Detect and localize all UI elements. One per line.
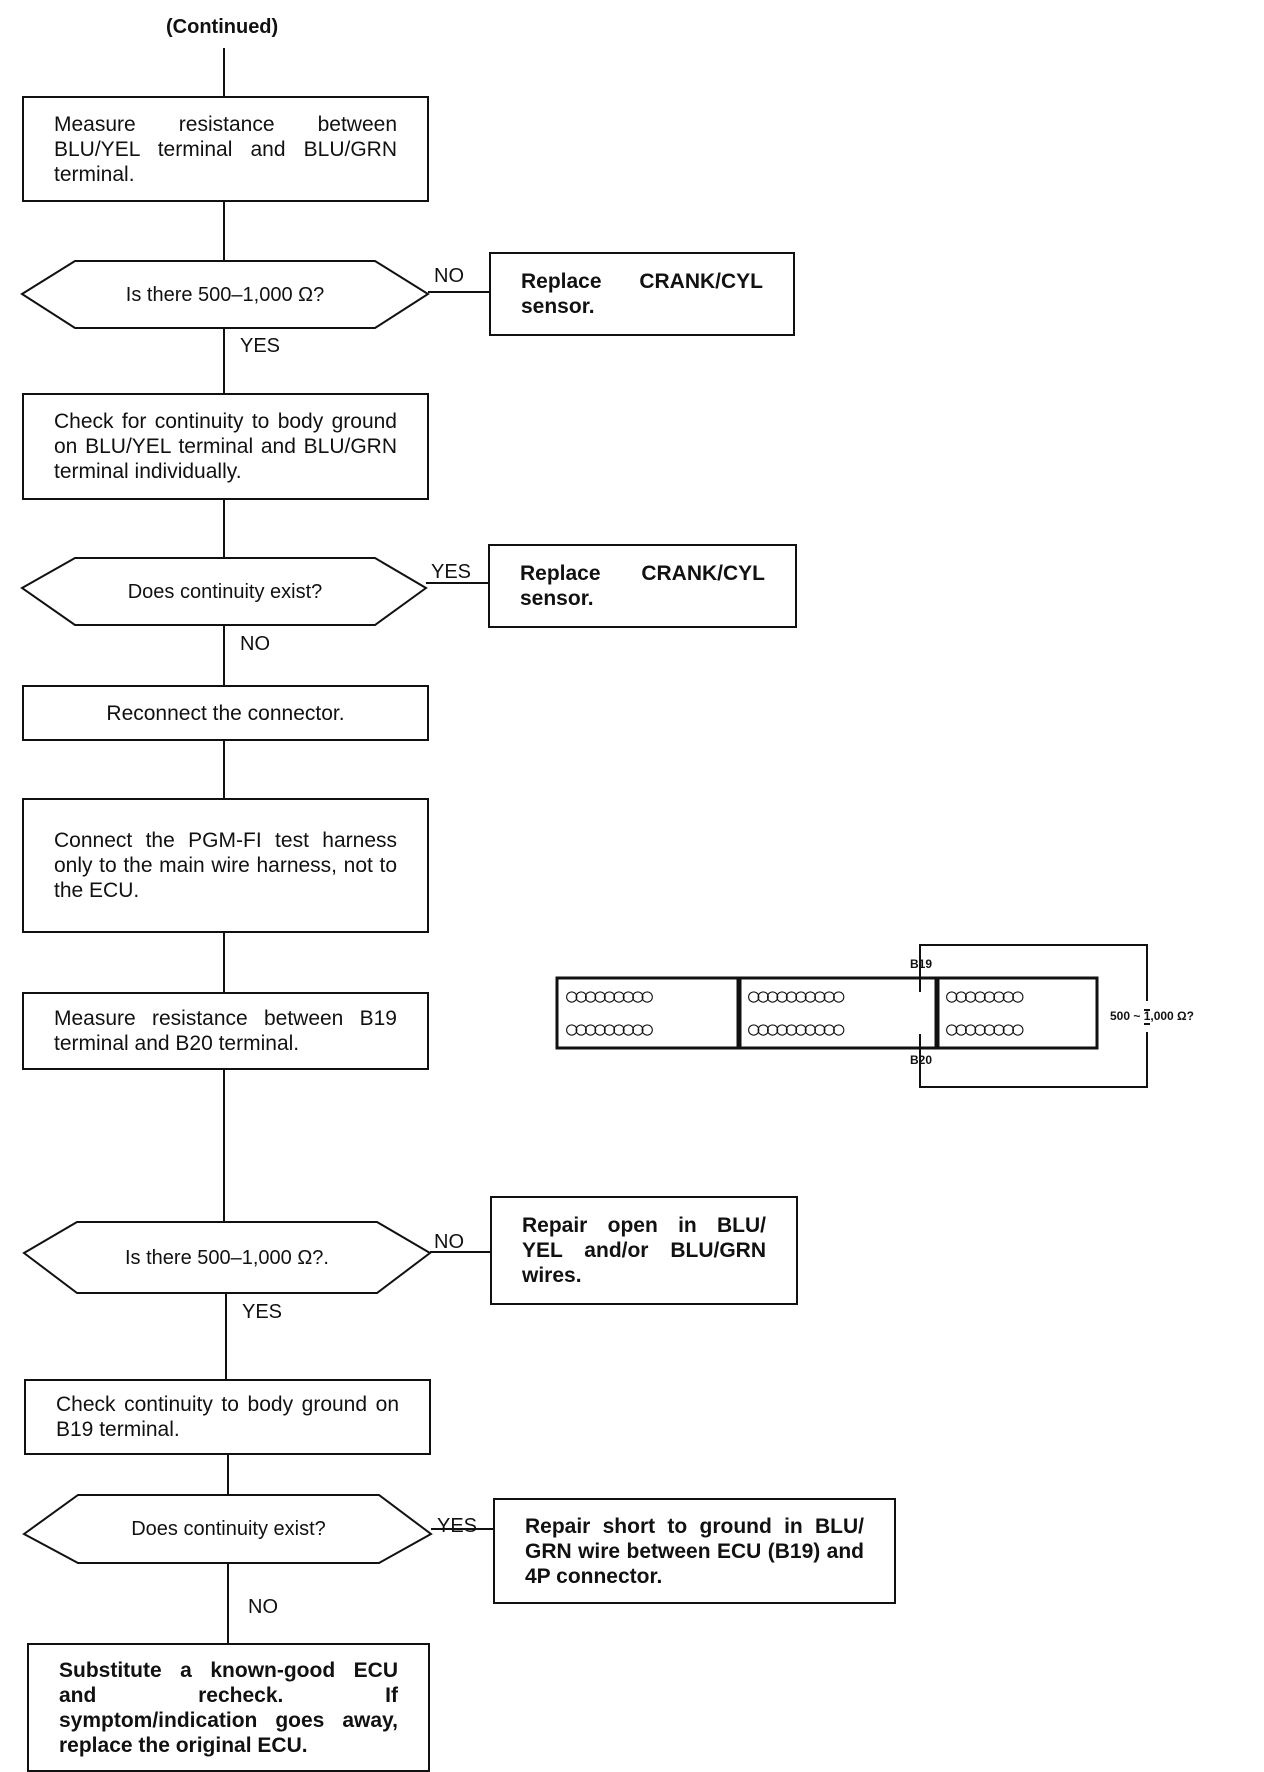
action-repair-short-text: Repair short to ground in BLU/ GRN wire … <box>525 1514 864 1588</box>
decision-diamond-4 <box>22 1494 433 1564</box>
step-check-ground-blu-text: Check for continuity to body ground on B… <box>54 410 397 483</box>
action-replace-sensor-2-text: Replace CRANK/CYL sensor. <box>520 562 765 610</box>
decision-diamond-1 <box>20 260 430 329</box>
pin-b19-label: B19 <box>910 957 933 971</box>
step-reconnect: Reconnect the connector. <box>22 685 429 741</box>
step-measure-blu: Measure resistance between BLU/YEL termi… <box>22 96 429 202</box>
action-replace-sensor-1-text: Replace CRANK/CYL sensor. <box>521 270 763 318</box>
action-replace-sensor-1: Replace CRANK/CYL sensor. <box>489 252 795 336</box>
action-repair-open: Repair open in BLU/ YEL and/or BLU/GRN w… <box>490 1196 798 1305</box>
page-title: (Continued) <box>166 16 279 38</box>
d4-yes-label: YES <box>437 1515 478 1537</box>
decision-2-label: Does continuity exist? <box>127 580 323 603</box>
step-substitute-ecu: Substitute a known-good ECU and recheck.… <box>27 1643 430 1772</box>
resistance-label: 500 ~ 1,000 Ω? <box>1110 1009 1195 1023</box>
decision-4-label: Does continuity exist? <box>131 1518 326 1540</box>
action-repair-short: Repair short to ground in BLU/ GRN wire … <box>493 1498 896 1604</box>
decision-3-label: Is there 500–1,000 Ω?. <box>125 1246 329 1269</box>
step-reconnect-text: Reconnect the connector. <box>106 701 345 725</box>
step-check-ground-b19: Check continuity to body ground on B19 t… <box>24 1379 431 1455</box>
step-connect-harness: Connect the PGM-FI test harness only to … <box>22 798 429 933</box>
step-measure-blu-text: Measure resistance between BLU/YEL termi… <box>54 112 397 186</box>
d4-no-label: NO <box>248 1596 278 1618</box>
connector-row-a-mid: ○○○○○○○○○○ <box>748 985 844 1007</box>
step-connect-harness-text: Connect the PGM-FI test harness only to … <box>54 829 397 902</box>
connector-row-b-mid: ○○○○○○○○○○ <box>748 1018 844 1040</box>
d3-no-label: NO <box>434 1231 464 1253</box>
step-check-ground-b19-text: Check continuity to body ground on B19 t… <box>56 1393 399 1441</box>
d1-yes-label: YES <box>240 335 281 357</box>
d1-no-label: NO <box>434 265 464 287</box>
d3-yes-label: YES <box>242 1301 283 1323</box>
step-measure-b19-text: Measure resistance between B19 terminal … <box>54 1007 397 1055</box>
decision-1-label: Is there 500–1,000 Ω? <box>125 283 325 306</box>
decision-diamond-3 <box>22 1221 432 1294</box>
step-substitute-ecu-text: Substitute a known-good ECU and recheck.… <box>59 1658 398 1757</box>
connector-row-a-right: ○○○○○○○○ <box>946 985 1024 1007</box>
connector-row-b-left: ○○○○○○○○○ <box>566 1018 653 1040</box>
d2-no-label: NO <box>240 633 270 655</box>
step-check-ground-blu: Check for continuity to body ground on B… <box>22 393 429 500</box>
step-measure-b19: Measure resistance between B19 terminal … <box>22 992 429 1070</box>
pin-b20-label: B20 <box>910 1053 933 1067</box>
decision-diamond-2 <box>20 557 428 626</box>
d2-yes-label: YES <box>431 561 472 583</box>
connector-row-a-left: ○○○○○○○○○ <box>566 985 653 1007</box>
meter-lead-top <box>919 944 1148 1001</box>
meter-lead-bottom <box>919 1032 1148 1088</box>
action-replace-sensor-2: Replace CRANK/CYL sensor. <box>488 544 797 628</box>
connector-row-b-right: ○○○○○○○○ <box>946 1018 1024 1040</box>
connector-body <box>555 976 1099 1050</box>
action-repair-open-text: Repair open in BLU/ YEL and/or BLU/GRN w… <box>522 1214 766 1287</box>
